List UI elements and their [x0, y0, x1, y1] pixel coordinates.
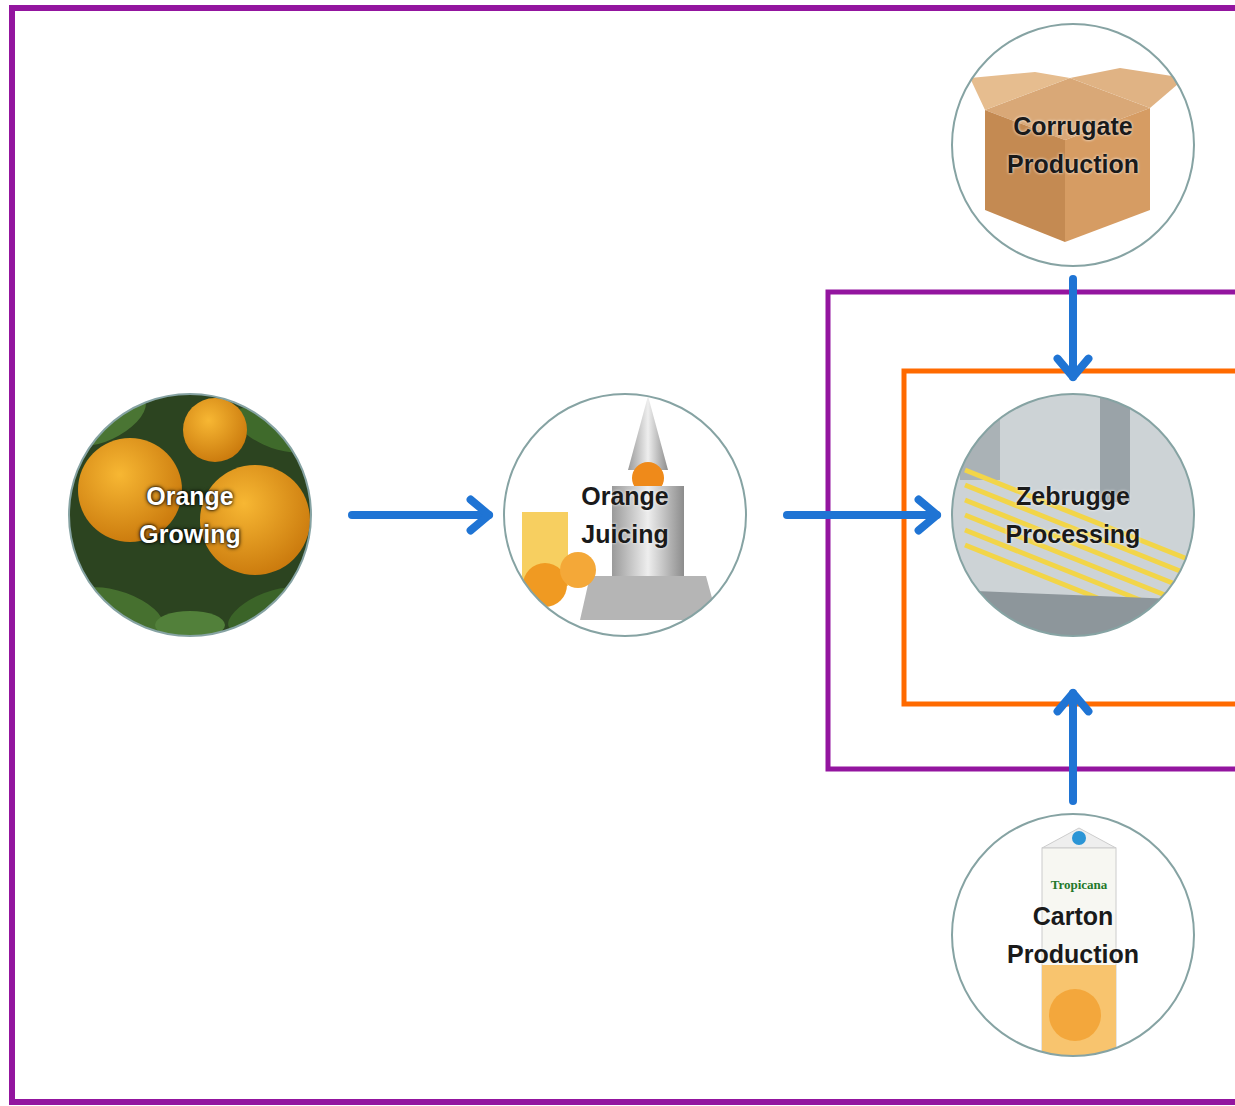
node-label: Corrugate Production [991, 107, 1156, 183]
site-boundary [828, 292, 1235, 769]
carton-panel [1042, 965, 1116, 1065]
growing-circle: Orange Growing [68, 393, 312, 637]
juicer-base [580, 576, 718, 620]
flow-arrow [352, 500, 489, 531]
arrow-shaft [1069, 279, 1077, 377]
node-label: Zebrugge Processing [991, 477, 1156, 553]
arrow-head [471, 500, 489, 531]
arrow-head [1058, 359, 1089, 377]
orange-slice [560, 552, 596, 588]
arrow-head [919, 500, 937, 531]
node-label: Orange Growing [108, 477, 273, 553]
juicer-cone [628, 396, 668, 470]
factory-line-picture [950, 392, 1200, 642]
node-label: Carton Production [991, 897, 1156, 973]
brand-name: Tropicana [1051, 877, 1108, 893]
conveyor [950, 590, 1200, 640]
carton-picture [950, 812, 1200, 1065]
juicer-picture [500, 390, 750, 640]
node-label: Orange Juicing [543, 477, 708, 553]
orange-fruit [183, 398, 247, 462]
arrow-shaft [1069, 693, 1077, 801]
carton-gable [1042, 828, 1116, 848]
orange-slice [1049, 989, 1101, 1041]
picture-ground [950, 22, 1200, 272]
arrow-shaft [787, 511, 937, 519]
flow-arrow [787, 500, 937, 531]
leaf [222, 579, 308, 642]
process-boundary [904, 371, 1235, 704]
factory-ground [950, 392, 1200, 642]
carton-cap [1072, 831, 1086, 845]
picture-ground [950, 812, 1200, 1062]
arrow-shaft [352, 511, 489, 519]
flow-arrow [1058, 693, 1089, 801]
flow-arrow [1058, 279, 1089, 377]
cardboard-box-picture [950, 22, 1200, 272]
arrow-head [1058, 693, 1089, 711]
foliage-ground [60, 385, 320, 645]
carton-circle: Carton Production [951, 813, 1195, 1057]
system-boundary [12, 8, 1235, 1102]
box-flap [970, 72, 1070, 110]
leaf [155, 611, 225, 639]
orange-tree-picture [60, 384, 320, 645]
processing-circle: Zebrugge Processing [951, 393, 1195, 637]
leaf [72, 578, 169, 643]
box-flap [1070, 68, 1185, 108]
corrugate-circle: Corrugate Production [951, 23, 1195, 267]
picture-ground [500, 390, 750, 640]
juicing-circle: Orange Juicing [503, 393, 747, 637]
